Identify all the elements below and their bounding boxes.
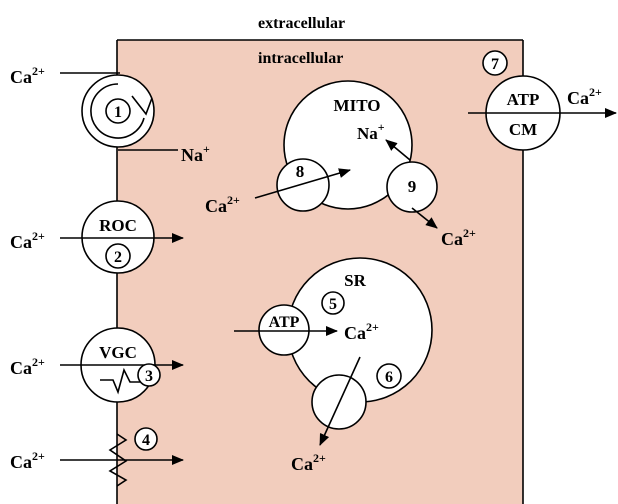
ca-arrow-6 — [319, 356, 361, 446]
mito-label: MITO — [334, 96, 381, 115]
number-badge-6 — [376, 363, 402, 389]
membrane-leak-zigzag — [108, 433, 128, 487]
number-badge-4 — [134, 427, 158, 451]
calcium-leak-pathway: 4 — [60, 427, 184, 487]
number-label-8: 8 — [296, 162, 305, 181]
serca-pump — [258, 304, 310, 356]
pmca-atp-label: ATP — [507, 90, 540, 109]
na-label-1: Na+ — [181, 142, 210, 165]
mito-na-ca-exchanger — [386, 161, 438, 213]
pmca-cm-label: CM — [509, 120, 537, 139]
serca-atp-label: ATP — [269, 314, 300, 331]
svg-text:6: 6 — [385, 369, 393, 386]
svg-text:1: 1 — [114, 104, 122, 121]
number-badge-5 — [321, 291, 345, 315]
plasma-membrane-ca-atpase: ATP CM 7 — [468, 50, 617, 151]
ca-label-6: Ca2+ — [291, 451, 326, 474]
ca-label-8: Ca2+ — [205, 193, 240, 216]
ca-label-1: Ca2+ — [10, 64, 45, 87]
na-arrow-9 — [385, 139, 411, 161]
receptor-operated-channel: ROC 2 — [60, 200, 184, 274]
na-ca-exchanger: 1 — [60, 72, 178, 151]
ca-label-9: Ca2+ — [441, 226, 476, 249]
roc-label: ROC — [99, 216, 137, 235]
vgc-label: VGC — [99, 343, 137, 362]
mitochondrion: MITO 8 9 — [254, 80, 438, 229]
na-label-mito: Na+ — [357, 120, 385, 143]
voltage-gated-channel: VGC 3 — [60, 327, 184, 403]
ca-label-2: Ca2+ — [10, 229, 45, 252]
intracellular-label: intracellular — [258, 50, 343, 67]
ca-label-3: Ca2+ — [10, 355, 45, 378]
action-potential-icon — [100, 367, 140, 395]
svg-text:2: 2 — [114, 249, 122, 266]
extracellular-label: extracellular — [258, 15, 345, 32]
mito-uniporter — [276, 158, 330, 212]
number-label-9: 9 — [408, 177, 417, 196]
svg-text:3: 3 — [145, 368, 153, 385]
svg-text:7: 7 — [491, 56, 499, 73]
sr-label: SR — [344, 271, 366, 290]
svg-text:4: 4 — [142, 432, 150, 449]
svg-text:5: 5 — [329, 296, 337, 313]
ca-label-4: Ca2+ — [10, 449, 45, 472]
ca-label-7: Ca2+ — [567, 85, 602, 108]
sarcoplasmic-reticulum: SR ATP 5 6 — [234, 257, 433, 446]
number-badge-1 — [105, 98, 131, 124]
ca-label-sr-lumen: Ca2+ — [344, 320, 379, 343]
ca-arrow-9 — [411, 207, 438, 229]
number-badge-7 — [482, 50, 508, 76]
number-badge-3 — [137, 363, 161, 387]
number-badge-2 — [105, 243, 131, 269]
ca-arrow-8 — [254, 168, 351, 199]
exchanger-cycle-arrow — [90, 83, 145, 139]
